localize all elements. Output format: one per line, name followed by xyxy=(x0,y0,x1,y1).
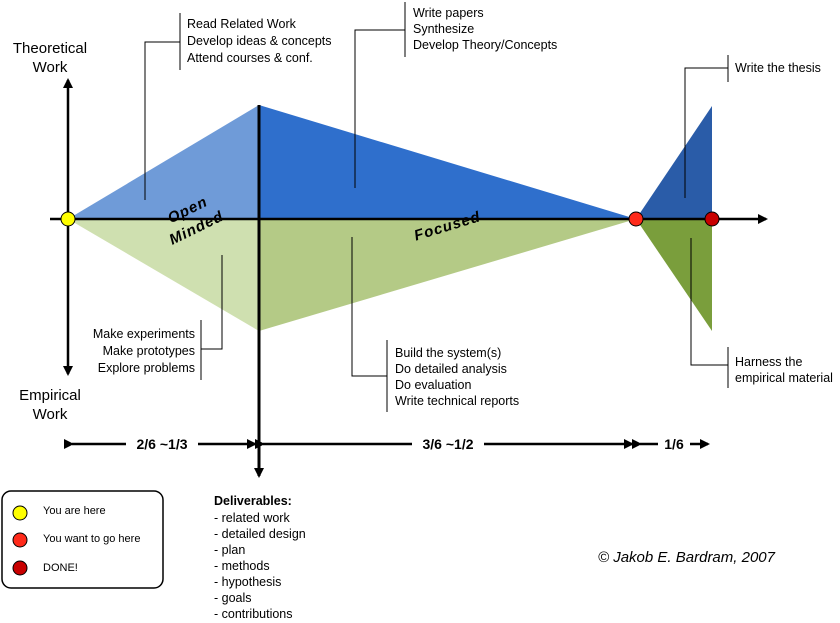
deliverable-item: - plan xyxy=(214,543,245,557)
thesis-empirical-region xyxy=(636,219,712,331)
callout-thesis-empirical-leader xyxy=(690,238,728,366)
callout-text: Explore problems xyxy=(98,361,195,375)
callout-text: Harness the xyxy=(735,355,802,369)
segment-label-bg xyxy=(658,434,690,454)
callout-focused-theory: Write papers Synthesize Develop Theory/C… xyxy=(413,6,557,52)
deliverables-title: Deliverables: xyxy=(214,494,292,508)
done-dot xyxy=(704,211,720,227)
theoretical-work-label: Work xyxy=(33,59,68,76)
callout-focused-empirical-leader xyxy=(351,237,387,377)
segment-label-bg xyxy=(126,434,198,454)
deliverable-item: - hypothesis xyxy=(214,575,281,589)
callout-text: Write the thesis xyxy=(735,61,821,75)
callout-text: empirical material xyxy=(735,371,833,385)
segment-second-label: 3/6 ~1/2 xyxy=(423,436,474,452)
focused-empirical-region xyxy=(259,219,636,331)
callout-text: Read Related Work xyxy=(187,17,297,31)
callout-lines xyxy=(144,2,729,412)
callout-focused-theory-leader xyxy=(354,29,405,188)
legend-yellow-dot xyxy=(12,505,28,521)
focused-theory-region xyxy=(259,105,636,219)
callout-text: Synthesize xyxy=(413,22,474,36)
goal-dot xyxy=(628,211,644,227)
legend-darkred-dot xyxy=(12,560,28,576)
callout-thesis-empirical: Harness the empirical material xyxy=(735,355,833,385)
callout-open-empirical: Make experiments Make prototypes Explore… xyxy=(93,327,195,375)
callout-open-empirical-leader xyxy=(201,255,223,350)
callout-focused-empirical: Build the system(s) Do detailed analysis… xyxy=(395,346,519,408)
legend: You are here You want to go here DONE! xyxy=(1,490,164,589)
callout-text: Attend courses & conf. xyxy=(187,51,313,65)
callout-open-theory-leader xyxy=(144,41,180,200)
deliverable-item: - methods xyxy=(214,559,270,573)
empirical-work-label: Work xyxy=(33,406,68,423)
callout-text: Develop ideas & concepts xyxy=(187,34,332,48)
segment-third-label: 1/6 xyxy=(664,436,684,452)
callout-text: Build the system(s) xyxy=(395,346,501,360)
callout-text: Make prototypes xyxy=(103,344,195,358)
callout-text: Develop Theory/Concepts xyxy=(413,38,557,52)
legend-label: You are here xyxy=(43,505,106,517)
callout-text: Write technical reports xyxy=(395,394,519,408)
open-empirical-region xyxy=(68,219,259,331)
callout-text: Do evaluation xyxy=(395,378,471,392)
legend-red-dot xyxy=(12,532,28,548)
deliverable-item: - goals xyxy=(214,591,252,605)
theoretical-label: Theoretical xyxy=(13,40,87,57)
legend-box xyxy=(1,490,164,589)
empirical-label: Empirical xyxy=(19,387,81,404)
segment-first-label: 2/6 ~1/3 xyxy=(137,436,188,452)
segment-label-bg xyxy=(412,434,484,454)
deliverable-item: - related work xyxy=(214,511,290,525)
callout-text: Make experiments xyxy=(93,327,195,341)
callout-thesis-theory: Write the thesis xyxy=(735,61,821,75)
deliverable-item: - detailed design xyxy=(214,527,306,541)
legend-label: You want to go here xyxy=(43,533,140,545)
callout-text: Write papers xyxy=(413,6,484,20)
copyright-text: © Jakob E. Bardram, 2007 xyxy=(598,549,776,566)
callout-thesis-theory-leader xyxy=(684,67,728,198)
legend-label: DONE! xyxy=(43,562,78,574)
callout-open-theory: Read Related Work Develop ideas & concep… xyxy=(187,17,332,65)
callout-text: Do detailed analysis xyxy=(395,362,507,376)
you-are-here-dot xyxy=(60,211,76,227)
deliverable-item: - contributions xyxy=(214,607,293,621)
thesis-theory-region xyxy=(636,106,712,219)
open-theory-region xyxy=(68,105,259,219)
deliverables: Deliverables: - related work - detailed … xyxy=(214,494,306,621)
